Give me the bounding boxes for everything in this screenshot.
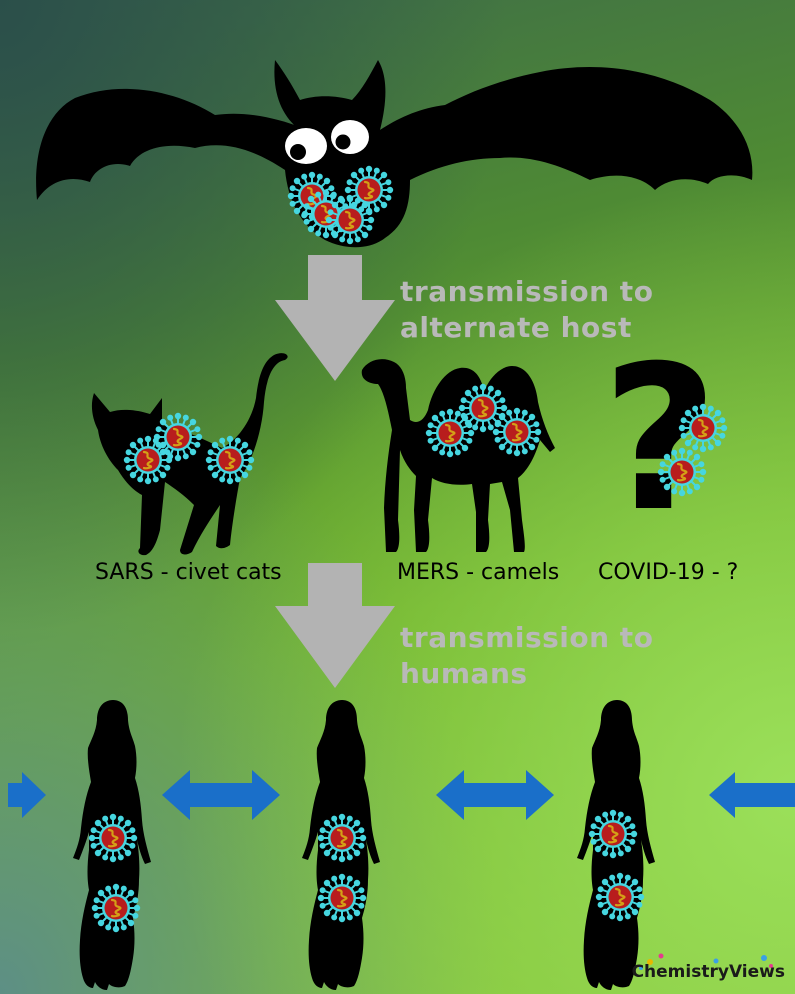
virus-icon <box>590 811 636 857</box>
virus-icon <box>659 449 705 495</box>
bat-icon <box>36 60 752 247</box>
cat-icon <box>92 353 288 555</box>
virus-icon <box>90 815 136 861</box>
caption-covid: COVID-19 - ? <box>598 560 738 586</box>
woman-silhouette-icon <box>73 700 151 990</box>
left-arrow-icon <box>709 772 795 818</box>
virus-icon <box>319 875 365 921</box>
virus-icon <box>597 874 643 920</box>
virus-icon <box>93 885 139 931</box>
question-mark-icon: ? <box>602 323 726 556</box>
woman-silhouette-icon <box>577 700 655 990</box>
virus-icon <box>207 437 253 483</box>
caption-mers: MERS - camels <box>397 560 559 586</box>
brand-name-views: Views <box>729 962 785 982</box>
step-label-humans: transmission to humans <box>400 620 653 692</box>
virus-icon <box>680 405 726 451</box>
virus-icon <box>327 197 373 243</box>
virus-icon <box>155 414 201 460</box>
brand-logo: ChemistryViews <box>628 960 789 984</box>
virus-icon <box>125 437 171 483</box>
step-label-line: humans <box>400 656 653 692</box>
virus-icon <box>494 409 540 455</box>
virus-icon <box>346 167 392 213</box>
caption-sars: SARS - civet cats <box>95 560 282 586</box>
step-label-line: alternate host <box>400 310 653 346</box>
step-label-alternate-host: transmission to alternate host <box>400 274 653 346</box>
step-label-line: transmission to <box>400 620 653 656</box>
step-label-line: transmission to <box>400 274 653 310</box>
virus-icon <box>319 815 365 861</box>
camel-icon <box>362 359 555 552</box>
double-arrow-icon <box>436 770 554 820</box>
down-arrow-icon <box>275 563 395 688</box>
brand-name-chemistry: Chemistry <box>632 962 729 982</box>
right-arrow-icon <box>8 772 46 818</box>
woman-silhouette-icon <box>302 700 380 990</box>
double-arrow-icon <box>162 770 280 820</box>
